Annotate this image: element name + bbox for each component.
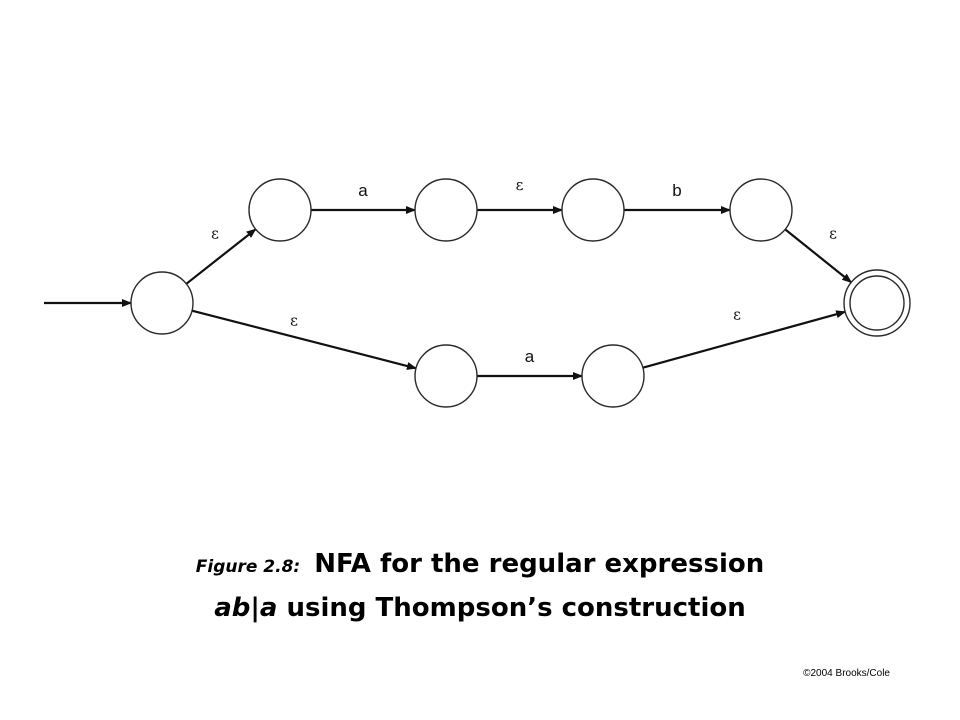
transition-label-s4-s7: ε xyxy=(829,225,837,243)
transition-label-s2-s3: ε xyxy=(516,176,524,194)
state-6 xyxy=(581,344,645,408)
transition-label-s5-s6: a xyxy=(525,347,535,366)
transition-arrow-s6-s7 xyxy=(642,310,847,369)
transition-label-s6-s7: ε xyxy=(733,306,741,324)
state-5-circle xyxy=(414,344,478,408)
transition-label-s3-s4: b xyxy=(672,181,681,200)
start-state-circle xyxy=(130,271,194,335)
state-4-circle xyxy=(729,178,793,242)
state-2-circle xyxy=(414,178,478,242)
caption-text-2: using Thompson’s construction xyxy=(277,593,746,623)
regular-expression: ab|a xyxy=(214,593,278,623)
state-3-circle xyxy=(561,178,625,242)
transition-label-s1-s2: a xyxy=(358,181,368,200)
transition-label-s0-s1: ε xyxy=(211,225,219,243)
start-state xyxy=(130,271,194,335)
state-5 xyxy=(414,344,478,408)
caption-line-1: Figure 2.8: NFA for the regular expressio… xyxy=(0,544,960,588)
figure-caption: Figure 2.8: NFA for the regular expressio… xyxy=(0,544,960,631)
state-1 xyxy=(248,178,312,242)
transition-arrow-s4-s7 xyxy=(784,228,853,284)
state-1-circle xyxy=(248,178,312,242)
accepting-state xyxy=(843,269,911,337)
caption-line-2: ab|a using Thompson’s construction xyxy=(0,588,960,631)
caption-text-1: NFA for the regular expression xyxy=(314,549,765,579)
state-2 xyxy=(414,178,478,242)
figure-number: Figure 2.8: xyxy=(195,557,301,577)
state-4 xyxy=(729,178,793,242)
transition-arrow-s0-s5 xyxy=(191,309,417,370)
state-6-circle xyxy=(581,344,645,408)
transition-arrow-s0-s1 xyxy=(185,228,257,285)
transition-label-s0-s5: ε xyxy=(290,312,298,330)
accepting-inner-ring xyxy=(849,275,905,331)
state-3 xyxy=(561,178,625,242)
copyright-notice: ©2004 Brooks/Cole xyxy=(803,668,890,679)
